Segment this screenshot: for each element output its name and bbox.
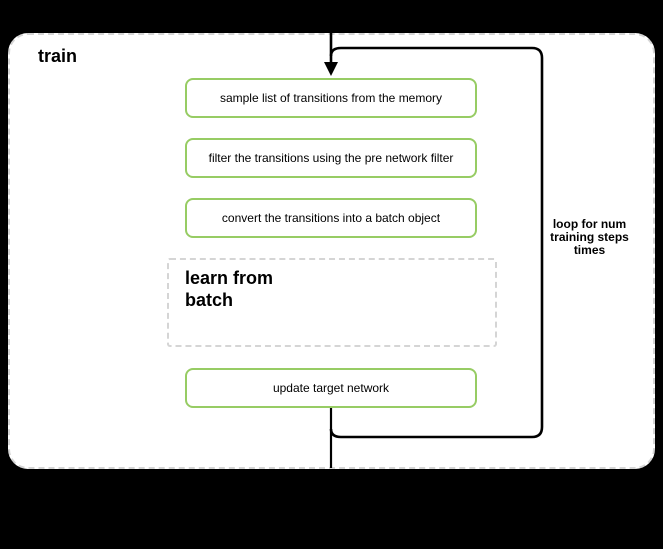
loop-boundary-line bbox=[329, 46, 544, 439]
node-update-target-network: update target network bbox=[185, 368, 477, 408]
node-sample-transitions-label: sample list of transitions from the memo… bbox=[219, 91, 443, 105]
train-group-label: train bbox=[38, 46, 78, 66]
loop-annotation-label: loop for num training steps times bbox=[550, 217, 629, 257]
node-learn-from-batch: learn from batch bbox=[167, 258, 497, 347]
node-convert-transitions-label: convert the transitions into a batch obj… bbox=[221, 211, 441, 225]
node-filter-transitions-label: filter the transitions using the pre net… bbox=[208, 151, 454, 165]
node-sample-transitions: sample list of transitions from the memo… bbox=[185, 78, 477, 118]
incoming-arrowhead-icon bbox=[324, 62, 338, 76]
node-update-target-network-label: update target network bbox=[272, 381, 390, 395]
node-filter-transitions: filter the transitions using the pre net… bbox=[185, 138, 477, 178]
node-convert-transitions: convert the transitions into a batch obj… bbox=[185, 198, 477, 238]
